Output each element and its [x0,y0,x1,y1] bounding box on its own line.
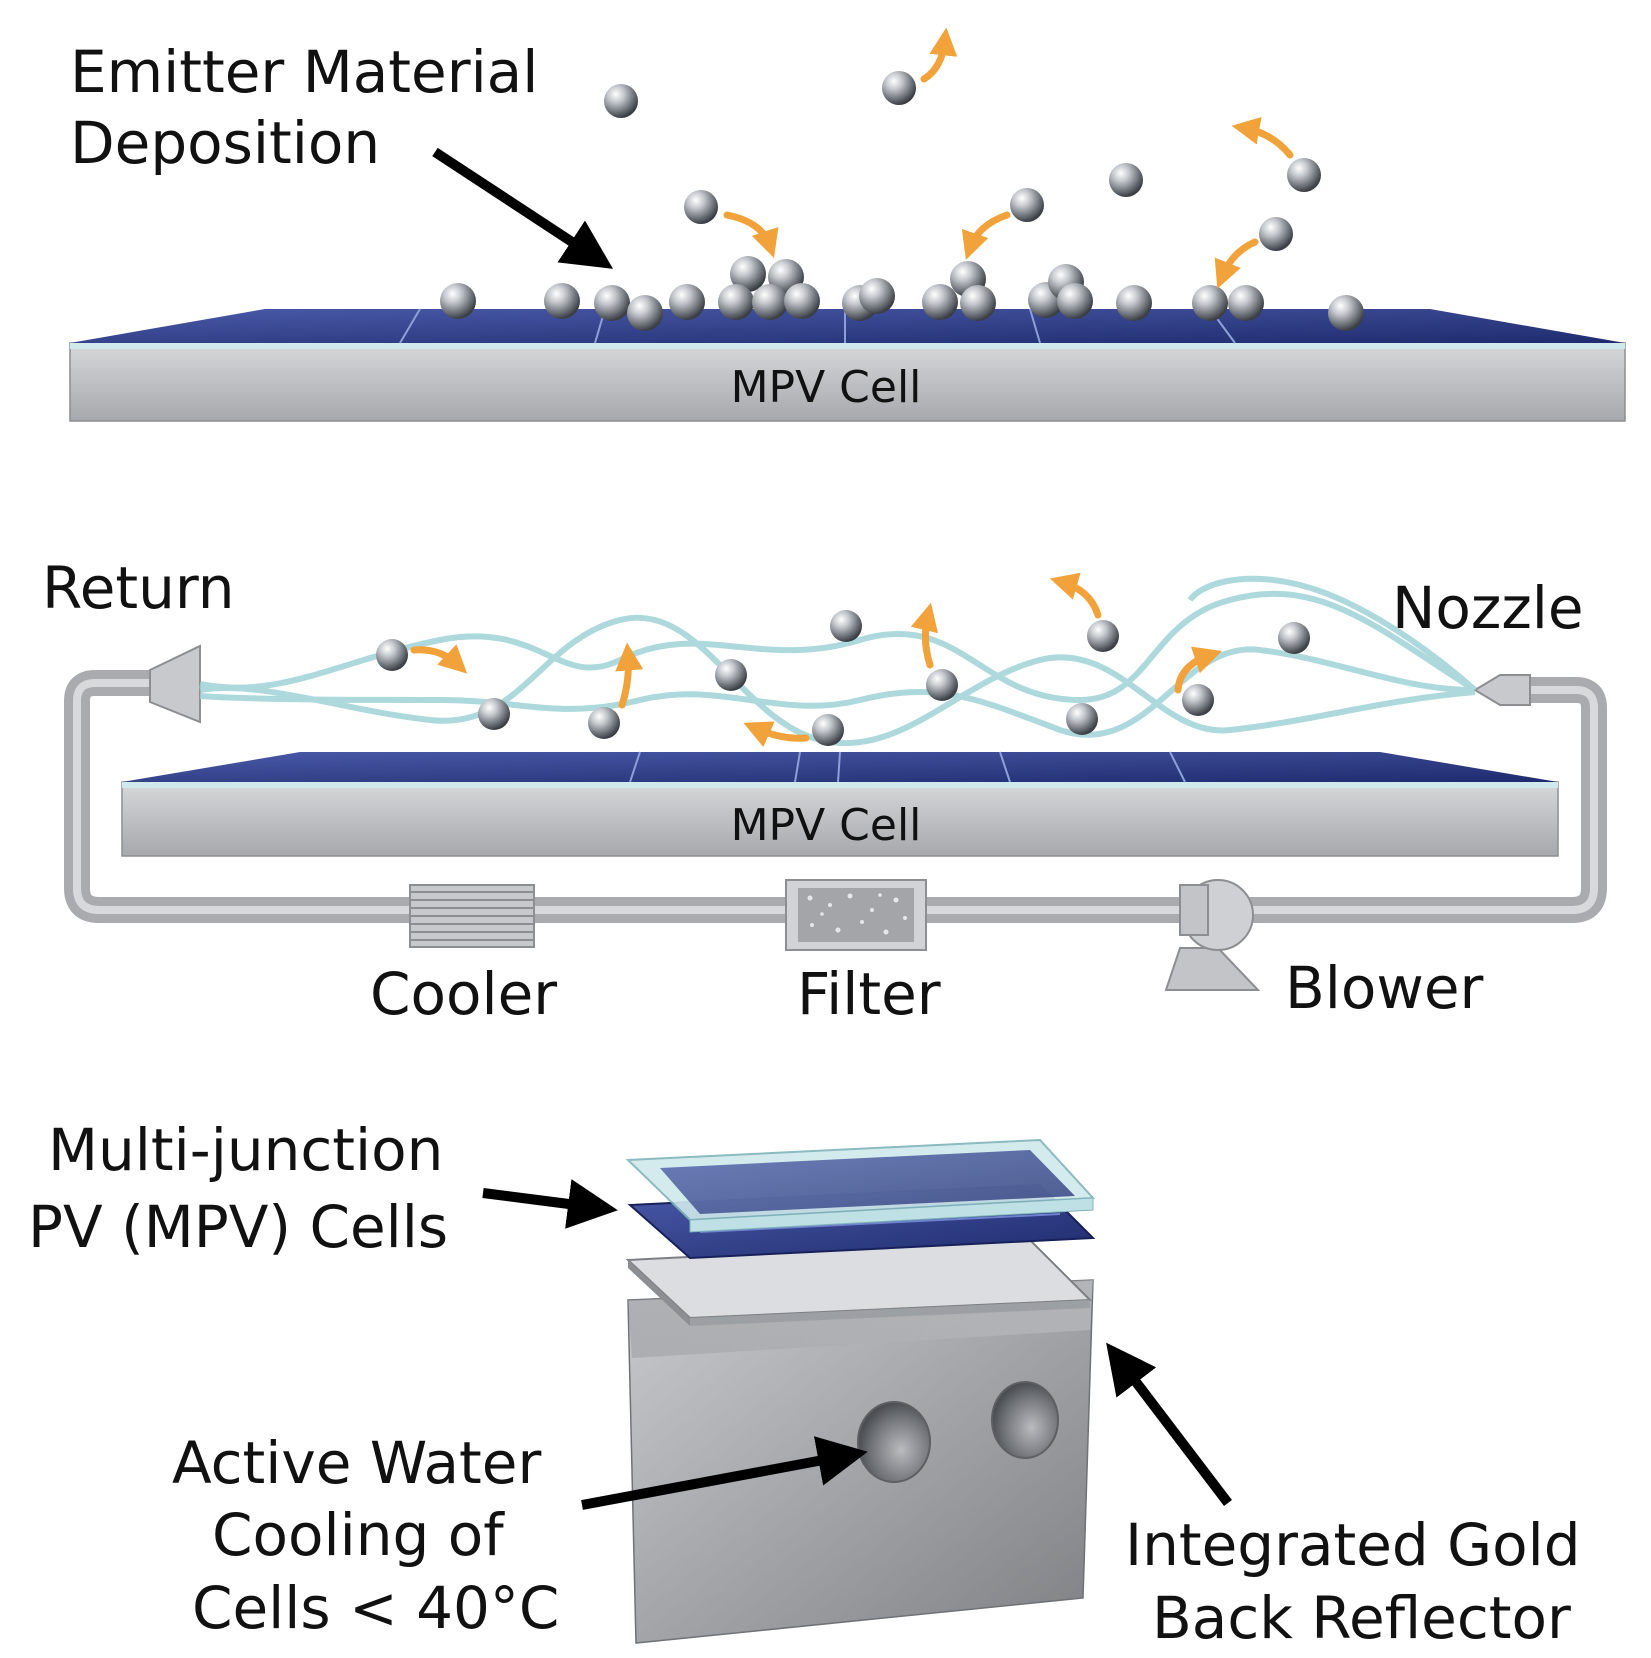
glass-edge-2 [122,782,1558,788]
cooling-label-line3: Cells < 40°C [192,1574,559,1642]
emitter-pointer-arrow [432,147,614,269]
mpv-cell-label-2: MPV Cell [731,800,922,851]
mpv-cells-pointer-arrow [482,1179,618,1229]
reflector-label-line2: Back Reflector [1152,1584,1571,1652]
cooler-icon [409,884,535,948]
reflector-label-line1: Integrated Gold [1125,1511,1581,1579]
cell-gridlines-2 [629,751,1186,783]
filter-label: Filter [797,960,941,1028]
pv-cell-busbar [699,1213,1061,1233]
cooler-label: Cooler [370,960,557,1028]
cooling-pointer-arrow [581,1436,868,1510]
mpv-cell-label-1: MPV Cell [731,362,922,413]
return-label: Return [42,554,234,622]
water-port-right-icon [991,1381,1059,1459]
flow-loop-panel: Return Nozzle MPV Cell [42,554,1607,1028]
filter-icon [785,879,927,951]
cooling-label-line1: Active Water [172,1429,541,1497]
particle-motion-arrows-2 [410,572,1222,748]
glass-edge-1 [70,343,1625,349]
emitter-particles-2 [376,610,1310,746]
emitter-label-line2: Deposition [70,109,380,177]
glass-cover-pv-view [660,1150,1075,1214]
nozzle-icon [1473,674,1531,706]
return-hood-icon [149,644,201,724]
emitter-label-line1: Emitter Material [70,38,538,106]
emitter-particles-1 [440,71,1364,331]
glass-cover-edge [689,1197,1094,1233]
back-reflector-edge [628,1260,690,1326]
module-panel: Multi-junction PV (MPV) Cells Active Wat… [28,1116,1581,1652]
mpv-cells-label-line2: PV (MPV) Cells [28,1193,448,1261]
blower-label: Blower [1285,954,1484,1022]
nozzle-label: Nozzle [1392,574,1584,642]
cooling-label-line2: Cooling of [212,1501,505,1569]
deposition-panel: Emitter Material Deposition MPV Cell [69,27,1626,422]
back-reflector-edge-front [690,1300,1090,1326]
mpv-cells-label-line1: Multi-junction [48,1116,443,1184]
particle-motion-arrows-1 [723,27,1294,289]
water-port-left-icon [857,1401,931,1483]
reflector-pointer-arrow [1106,1342,1232,1507]
blower-icon [1164,879,1261,991]
